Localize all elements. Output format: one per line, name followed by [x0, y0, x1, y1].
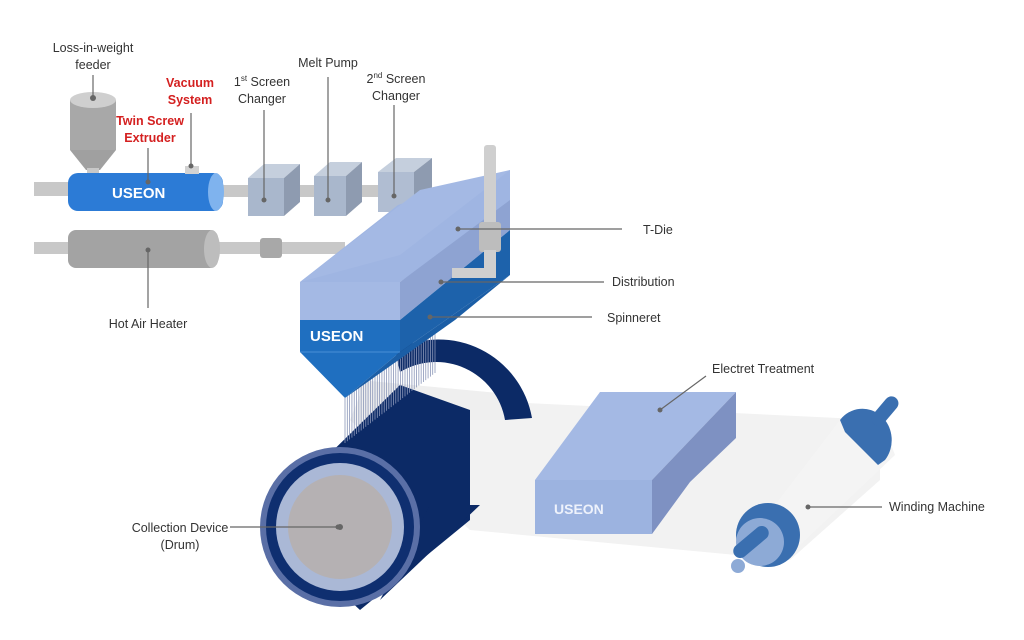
collection-drum: [260, 339, 532, 610]
label-collection-device-2: (Drum): [161, 538, 200, 552]
brand-text: USEON: [310, 328, 363, 345]
label-loss-in-weight-feeder: Loss-in-weight: [53, 41, 134, 55]
label-hot-air-heater: Hot Air Heater: [109, 317, 188, 331]
label-twin-screw-extruder-2: Extruder: [124, 131, 176, 145]
useon-logo-die: USEON: [310, 328, 363, 345]
label-t-die: T-Die: [643, 223, 673, 237]
brand-text: USEON: [554, 501, 604, 517]
label-spinneret: Spinneret: [607, 311, 661, 325]
label-melt-pump: Melt Pump: [298, 56, 358, 70]
meltblown-fibers: [344, 328, 436, 443]
label-vacuum-system: Vacuum: [166, 76, 214, 90]
label-winding-machine: Winding Machine: [889, 500, 985, 514]
t-die: USEON: [300, 145, 510, 398]
electret-treatment: USEON: [535, 392, 736, 534]
label-screen-changer-1: 1st Screen: [234, 74, 290, 89]
melt-pump: [314, 162, 362, 216]
screen-changer-1: [248, 164, 300, 216]
label-distribution: Distribution: [612, 275, 675, 289]
twin-screw-extruder: USEON: [68, 166, 224, 211]
labels: Loss-in-weight feeder Vacuum System Twin…: [53, 41, 985, 552]
leader-lines: [90, 75, 882, 530]
label-screen-changer-2: 2nd Screen: [367, 71, 426, 86]
brand-text: USEON: [112, 185, 165, 202]
useon-logo-extruder: USEON: [112, 185, 165, 202]
loss-in-weight-feeder: [70, 92, 116, 178]
label-vacuum-system-2: System: [168, 93, 212, 107]
label-electret-treatment: Electret Treatment: [712, 362, 815, 376]
label-collection-device: Collection Device: [132, 521, 229, 535]
hot-air-heater: [68, 230, 282, 268]
label-screen-changer-2-2: Changer: [372, 89, 420, 103]
label-screen-changer-1-2: Changer: [238, 92, 286, 106]
winding-machine: [731, 396, 899, 573]
label-loss-in-weight-feeder-2: feeder: [75, 58, 110, 72]
useon-logo-electret: USEON: [554, 501, 604, 517]
label-twin-screw-extruder: Twin Screw: [116, 114, 184, 128]
